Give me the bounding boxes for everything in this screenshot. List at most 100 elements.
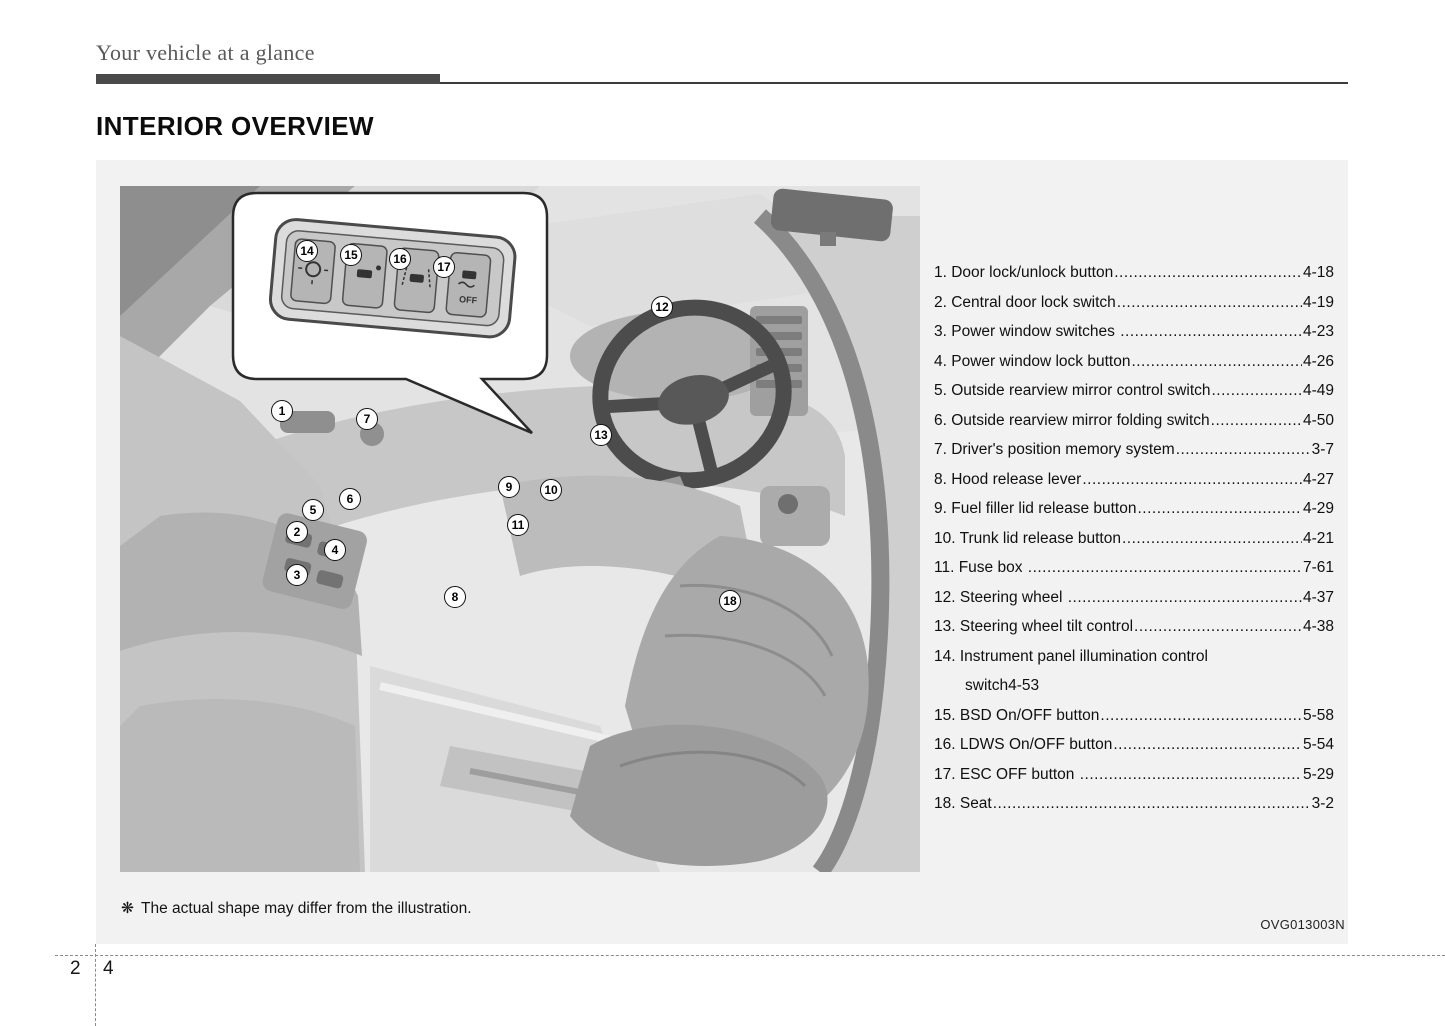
gear-shifter (760, 486, 830, 546)
legend-item-label: 17. ESC OFF button (934, 765, 1079, 783)
chapter-title: Your vehicle at a glance (96, 40, 315, 65)
callout-14: 14 (296, 240, 318, 262)
legend-item-page: 4-26 (1302, 352, 1334, 370)
legend-item: 18. Seat3-2 (934, 789, 1334, 819)
legend-item-label: 12. Steering wheel (934, 588, 1067, 606)
legend-item-label: 15. BSD On/OFF button (934, 706, 1100, 724)
legend-item-page: 4-29 (1302, 500, 1334, 517)
ldws-icon (401, 267, 431, 288)
legend-item-label: 5. Outside rearview mirror control switc… (934, 382, 1211, 399)
callout-12: 12 (651, 296, 673, 318)
legend-item-page: 5-29 (1302, 765, 1334, 783)
callout-10: 10 (540, 479, 562, 501)
legend-item-label: 7. Driver's position memory system (934, 441, 1175, 458)
legend-item-label: 18. Seat (934, 795, 992, 812)
legend-item-page: 4-38 (1302, 618, 1334, 635)
callout-9: 9 (498, 476, 520, 498)
legend-item-page: 4-49 (1302, 382, 1334, 399)
legend-item: 4. Power window lock button 4-26 (934, 347, 1334, 377)
legend-item-page: 4-19 (1302, 293, 1334, 311)
callout-11: 11 (507, 514, 529, 536)
callout-13: 13 (590, 424, 612, 446)
page-number-chapter: 2 (70, 958, 81, 979)
door-handle (280, 411, 335, 433)
legend-item: 1. Door lock/unlock button4-18 (934, 258, 1334, 288)
callout-2: 2 (286, 521, 308, 543)
dot-leader (1176, 435, 1311, 465)
legend-item-label: 8. Hood release lever (934, 470, 1082, 488)
legend-item-page: 5-54 (1302, 736, 1334, 753)
legend-item: 6. Outside rearview mirror folding switc… (934, 406, 1334, 436)
image-code: OVG013003N (1260, 917, 1345, 932)
dot-leader (1211, 406, 1302, 436)
callout-17: 17 (433, 256, 455, 278)
legend-item: 7. Driver's position memory system3-7 (934, 435, 1334, 465)
legend-item-page: 4-50 (1302, 411, 1334, 429)
bsd-icon (356, 265, 382, 279)
esc-off-icon: OFF (457, 270, 478, 306)
esc-off-label: OFF (459, 294, 478, 306)
legend-item-label: 10. Trunk lid release button (934, 529, 1121, 547)
legend-item: 16. LDWS On/OFF button 5-54 (934, 730, 1334, 760)
legend-item-page: 4-21 (1302, 529, 1334, 547)
callout-4: 4 (324, 539, 346, 561)
legend-item: 3. Power window switches 4-23 (934, 317, 1334, 347)
legend-item-label: 4. Power window lock button (934, 352, 1131, 370)
callout-5: 5 (302, 499, 324, 521)
legend-item-label: 11. Fuse box (934, 559, 1027, 576)
header-rule (96, 74, 1348, 84)
dot-leader (1080, 760, 1302, 790)
legend-item-page: 4-23 (1302, 323, 1334, 340)
footnote-text: The actual shape may differ from the ill… (141, 900, 472, 917)
legend-item: 14. Instrument panel illumination contro… (934, 642, 1334, 701)
callout-1: 1 (271, 400, 293, 422)
legend-item-page: 5-58 (1302, 706, 1334, 724)
esc-off-switch (445, 251, 492, 318)
dot-leader (1137, 494, 1302, 524)
callout-3: 3 (286, 564, 308, 586)
legend-item-page: 7-61 (1302, 559, 1334, 576)
legend-item-page: 4-27 (1302, 470, 1334, 488)
dot-leader (1122, 524, 1302, 554)
callout-7: 7 (356, 408, 378, 430)
legend-item: 12. Steering wheel 4-37 (934, 583, 1334, 613)
fold-mark-vertical (95, 944, 96, 1026)
legend-item-label: 2. Central door lock switch (934, 293, 1116, 311)
legend-item: 10. Trunk lid release button 4-21 (934, 524, 1334, 554)
legend-item-label: 3. Power window switches (934, 323, 1120, 340)
legend-item-label: 14. Instrument panel illumination contro… (934, 647, 1208, 665)
legend-list: 1. Door lock/unlock button4-182. Central… (934, 258, 1334, 819)
legend-item: 17. ESC OFF button 5-29 (934, 760, 1334, 790)
dot-leader (1134, 612, 1302, 642)
footnote-asterisk-icon: ❋ (121, 900, 134, 917)
callout-8: 8 (444, 586, 466, 608)
callout-16: 16 (389, 248, 411, 270)
legend-item: 13. Steering wheel tilt control4-38 (934, 612, 1334, 642)
legend-item: 5. Outside rearview mirror control switc… (934, 376, 1334, 406)
door-frame (753, 209, 890, 872)
switch-panel: OFF (268, 218, 517, 339)
legend-item-label: 6. Outside rearview mirror folding switc… (934, 411, 1210, 429)
rearview-mirror (770, 188, 893, 242)
section-title: INTERIOR OVERVIEW (96, 111, 374, 141)
legend-item: 11. Fuse box 7-61 (934, 553, 1334, 583)
legend-item: 15. BSD On/OFF button 5-58 (934, 701, 1334, 731)
seat (570, 536, 869, 866)
page-number-page: 4 (103, 958, 114, 979)
dot-leader (1120, 317, 1302, 347)
dot-leader (1212, 376, 1302, 406)
dot-leader (1068, 583, 1302, 613)
legend-item: 9. Fuel filler lid release button4-29 (934, 494, 1334, 524)
manual-page: Your vehicle at a glance INTERIOR OVERVI… (96, 0, 1348, 944)
legend-item-label: 16. LDWS On/OFF button (934, 736, 1113, 753)
dot-leader (1082, 465, 1302, 495)
callout-18: 18 (719, 590, 741, 612)
dot-leader (993, 789, 1311, 819)
dot-leader (1117, 288, 1302, 318)
legend-item-page: 4-18 (1302, 264, 1334, 281)
legend-item: 2. Central door lock switch 4-19 (934, 288, 1334, 318)
steering-wheel (592, 299, 792, 489)
dot-leader (1131, 347, 1302, 377)
